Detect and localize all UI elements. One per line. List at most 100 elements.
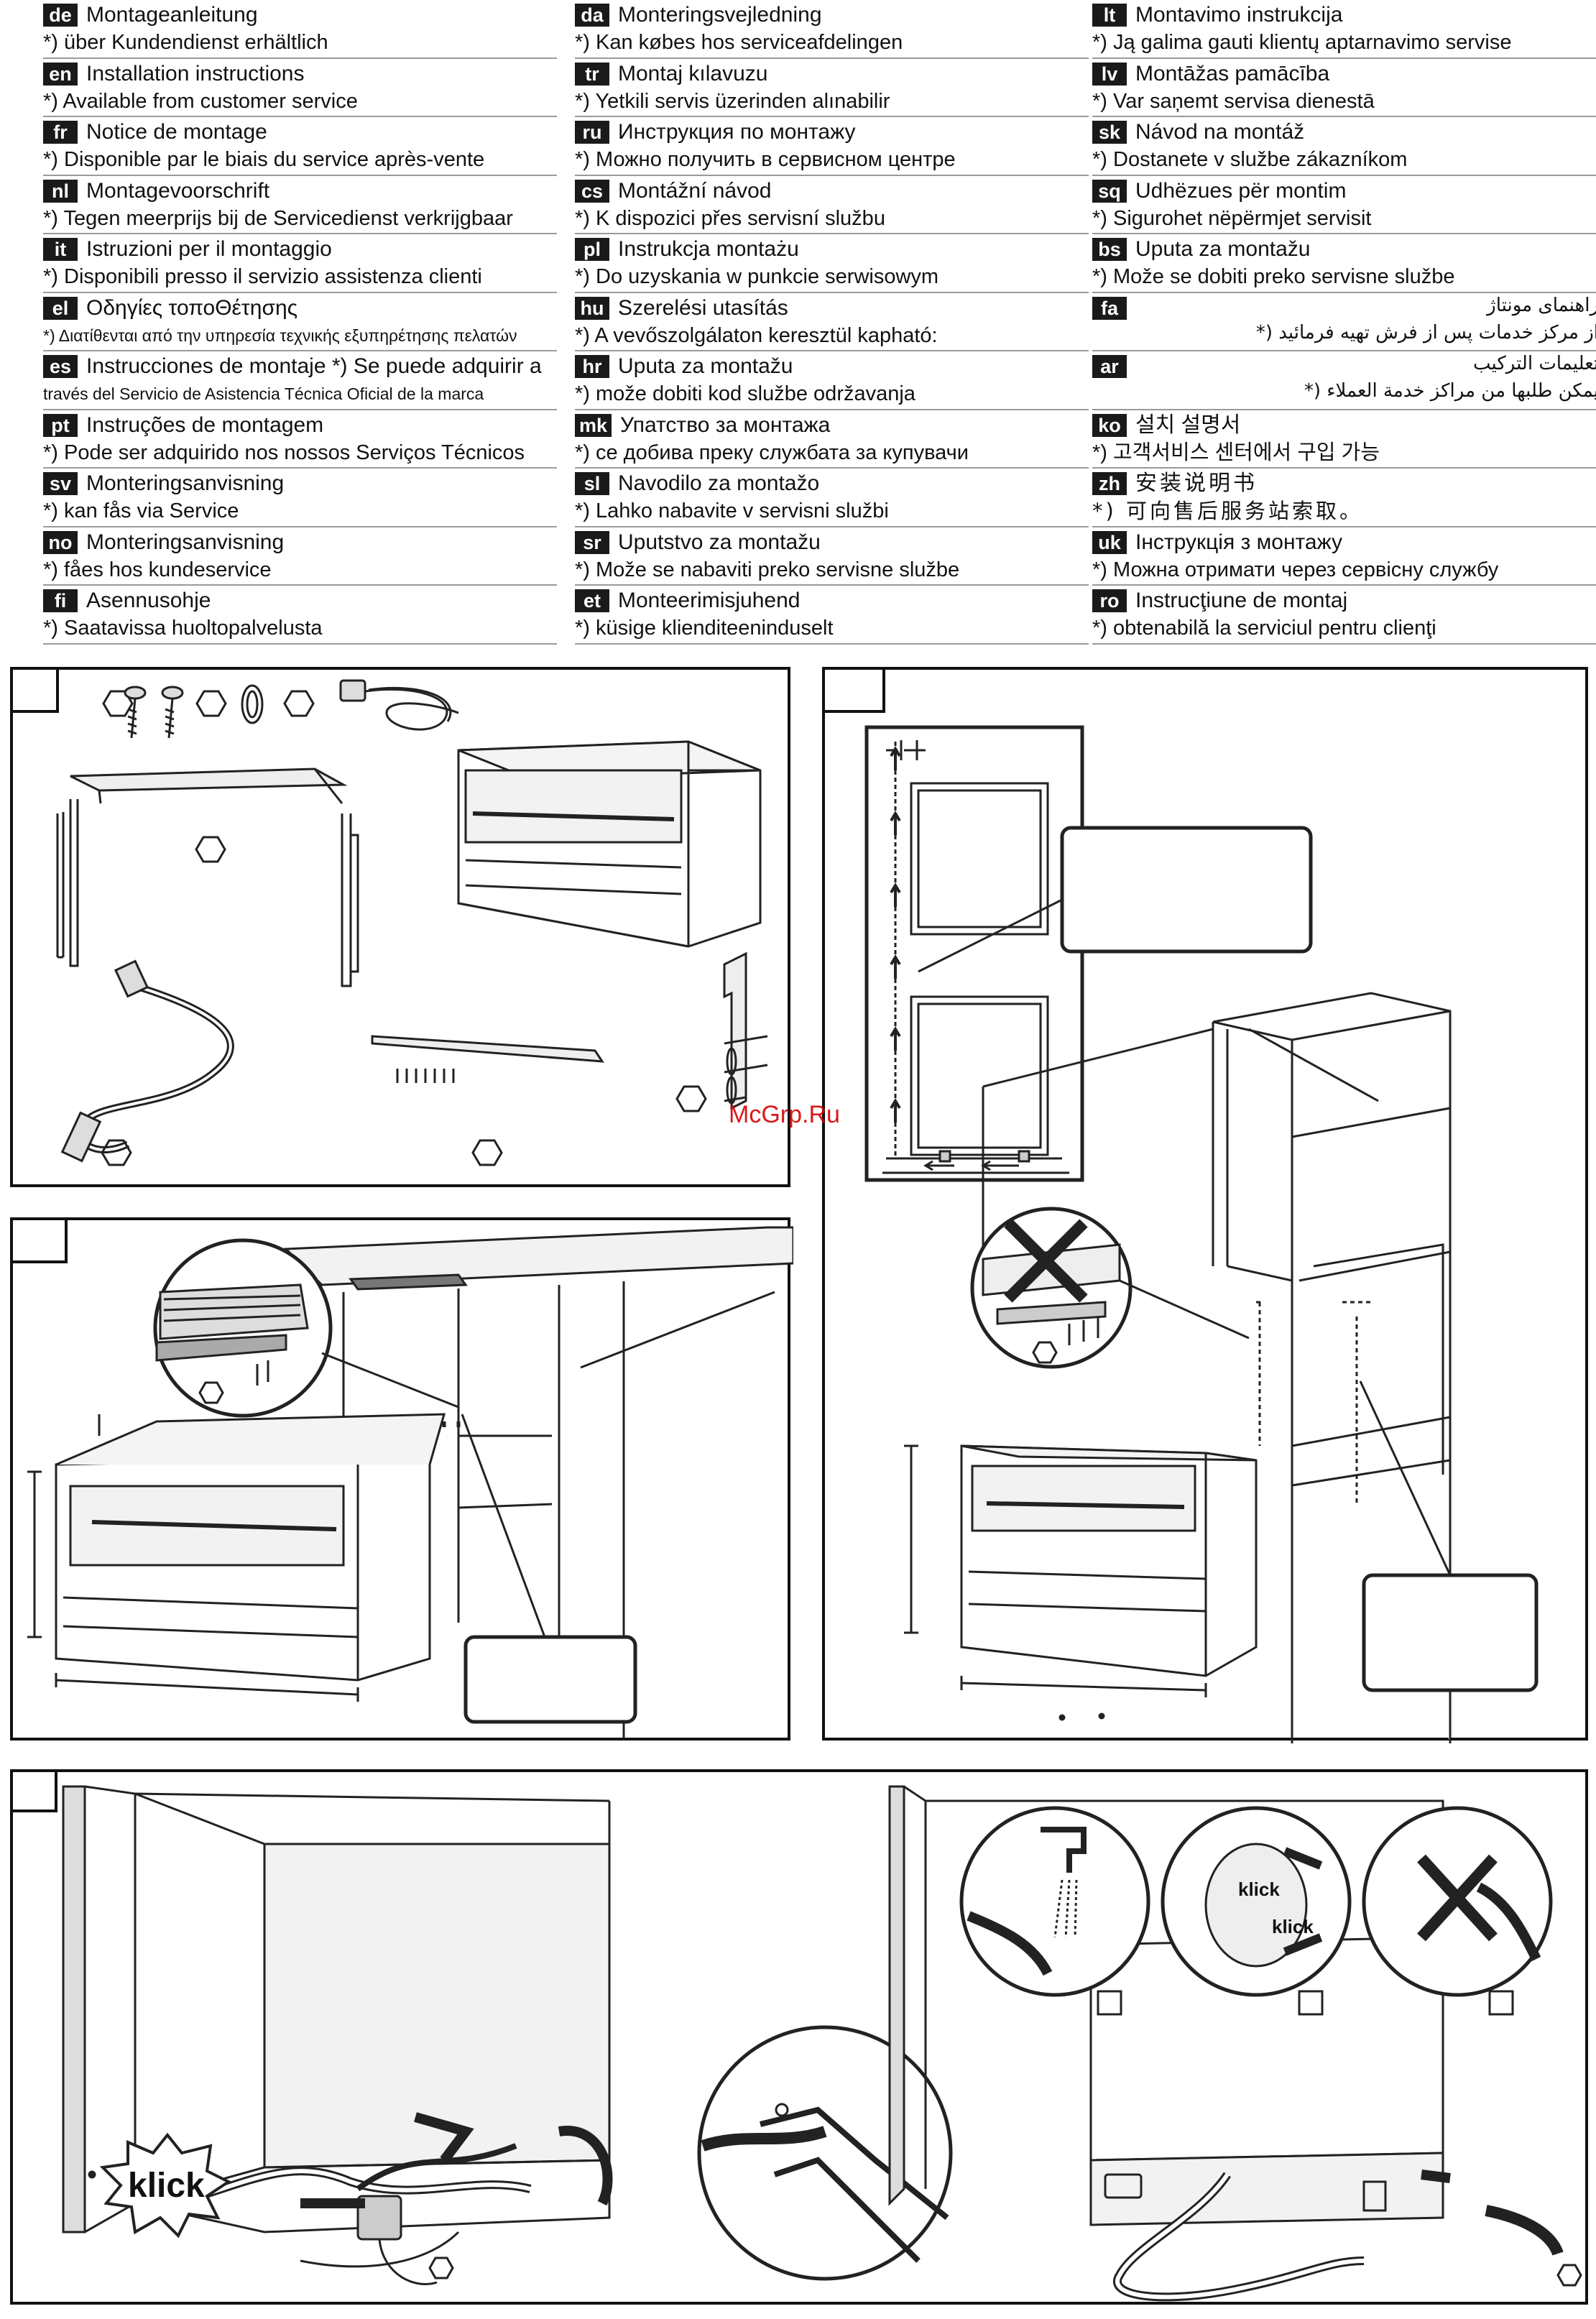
language-title: Notice de montage bbox=[86, 120, 267, 144]
language-entry-fi: fi Asennusohje *) Saatavissa huoltopalvelu… bbox=[43, 586, 557, 645]
language-code-badge: mk bbox=[575, 413, 612, 437]
language-code-badge: fi bbox=[43, 589, 78, 612]
water-hose-icon bbox=[60, 959, 234, 1163]
language-note: través del Servicio de Asistencia Técnic… bbox=[43, 384, 484, 403]
watermark-text: McGrp.Ru bbox=[729, 1101, 840, 1128]
language-note: *) K dispozici přes servisní službu bbox=[575, 206, 885, 230]
language-note: *) се добива преку службата за купувачи bbox=[575, 441, 969, 464]
language-note: *) Može se dobiti preko servisne službe bbox=[1092, 265, 1455, 288]
language-note: *) Можна отримати через сервісну службу bbox=[1092, 558, 1499, 581]
figure-panel-parts bbox=[10, 667, 790, 1187]
klick-label: klick bbox=[1272, 1916, 1314, 1937]
language-entry-no: no Monteringsanvisning *) fåes hos kundese… bbox=[43, 527, 557, 586]
klick-burst-icon bbox=[99, 2132, 231, 2239]
appliance-drawer-icon bbox=[904, 1444, 1258, 1721]
figure-number-box bbox=[825, 670, 885, 713]
language-code-badge: cs bbox=[575, 179, 609, 203]
bracket-icon bbox=[723, 951, 768, 1110]
language-code-badge: fr bbox=[43, 121, 78, 144]
part-hexagon-label bbox=[471, 1139, 503, 1166]
language-note: *) Disponibili presso il servizio assist… bbox=[43, 265, 482, 288]
klick-label: klick bbox=[1238, 1878, 1280, 1900]
language-note: *) fåes hos kundeservice bbox=[43, 558, 272, 581]
language-title: Montaj kılavuzu bbox=[618, 61, 768, 86]
language-title: Montagevoorschrift bbox=[86, 178, 270, 203]
language-code-badge: nl bbox=[43, 179, 78, 203]
language-entry-mk: mk Упатство за монтажа *) се добива преку … bbox=[575, 410, 1089, 469]
language-title: Montážní návod bbox=[618, 178, 772, 203]
pliers-detail-icon bbox=[697, 2025, 953, 2281]
part-hexagon-label bbox=[101, 1139, 132, 1166]
language-note: يمكن طلبها من مراكز خدمة العملاء (* bbox=[1304, 380, 1596, 402]
language-note: *) 可向售后服务站索取。 bbox=[1092, 499, 1364, 523]
language-title: Uputstvo za montažu bbox=[618, 530, 821, 554]
language-note: *) A vevőszolgálaton keresztül kapható: bbox=[575, 323, 938, 347]
part-hexagon-label bbox=[675, 1085, 707, 1112]
language-title: Instrucciones de montaje *) Se puede adq… bbox=[86, 354, 542, 378]
mounting-screw-detail-icon bbox=[153, 1238, 459, 1418]
part-hexagon-label bbox=[428, 2256, 454, 2279]
klick-label: klick bbox=[128, 2167, 205, 2205]
callout-leader bbox=[918, 898, 1063, 973]
language-note: *) Tegen meerprijs bij de Servicedienst … bbox=[43, 206, 513, 230]
water-tap-detail-icon bbox=[959, 1806, 1150, 2016]
language-code-badge: fa bbox=[1092, 296, 1127, 320]
language-note: *) Yetkili servis üzerinden alınabilir bbox=[575, 89, 890, 113]
language-code-badge: no bbox=[43, 530, 78, 554]
arrow-icon bbox=[1421, 2170, 1451, 2183]
language-code-badge: es bbox=[43, 355, 78, 378]
language-title: Montavimo instrukcija bbox=[1135, 3, 1343, 27]
language-note: *) Dostanete v službe zákazníkom bbox=[1092, 148, 1408, 171]
tall-cabinet-icon bbox=[982, 992, 1452, 1743]
language-note: *) Saatavissa huoltopalvelusta bbox=[43, 617, 323, 640]
parts-illustration bbox=[56, 679, 768, 1166]
language-title: 설치 설명서 bbox=[1135, 412, 1241, 437]
language-title: Instrucţiune de montaj bbox=[1135, 589, 1348, 612]
language-entry-es: es Instrucciones de montaje *) Se puede a… bbox=[43, 351, 557, 410]
language-title: Asennusohje bbox=[86, 589, 211, 612]
language-title: تعليمات التركيب bbox=[1472, 353, 1596, 374]
language-code-badge: da bbox=[575, 4, 609, 27]
language-code-badge: lt bbox=[1092, 4, 1127, 27]
figure-panel-under-counter bbox=[10, 1217, 793, 1741]
language-code-badge: ar bbox=[1092, 355, 1127, 378]
language-code-badge: sv bbox=[43, 472, 78, 495]
language-title: Monteringsanvisning bbox=[86, 471, 285, 495]
language-title: Упатство за монтажа bbox=[620, 412, 831, 437]
language-note: *) Do uzyskania w punkcie serwisowym bbox=[575, 265, 939, 288]
language-note: *) Var saņemt servisa dienestā bbox=[1092, 89, 1375, 113]
part-hexagon-label bbox=[1556, 2264, 1582, 2287]
callout-box bbox=[1060, 826, 1313, 954]
language-title: Monteringsanvisning bbox=[86, 530, 285, 554]
language-code-badge: ko bbox=[1092, 413, 1127, 437]
language-code-badge: it bbox=[43, 238, 78, 261]
language-note: *) Pode ser adquirido nos nossos Serviço… bbox=[43, 441, 525, 464]
language-entry-cs: cs Montážní návod *) K dispozici přes serv… bbox=[575, 176, 1089, 234]
appliance-drawer-icon bbox=[457, 740, 762, 948]
language-entry-nl: nl Montagevoorschrift *) Tegen meerprijs b… bbox=[43, 176, 557, 234]
power-cable-icon bbox=[339, 679, 459, 731]
screw-icon bbox=[161, 686, 184, 739]
power-plug-icon bbox=[356, 2195, 438, 2285]
language-code-badge: tr bbox=[575, 62, 609, 86]
language-title: Szerelési utasítás bbox=[618, 295, 788, 320]
language-title: Instruções de montagem bbox=[86, 412, 324, 437]
part-hexagon-label bbox=[283, 690, 315, 717]
language-entry-tr: tr Montaj kılavuzu *) Yetkili servis üzeri… bbox=[575, 59, 1089, 117]
language-note: *) über Kundendienst erhältlich bbox=[43, 31, 328, 54]
